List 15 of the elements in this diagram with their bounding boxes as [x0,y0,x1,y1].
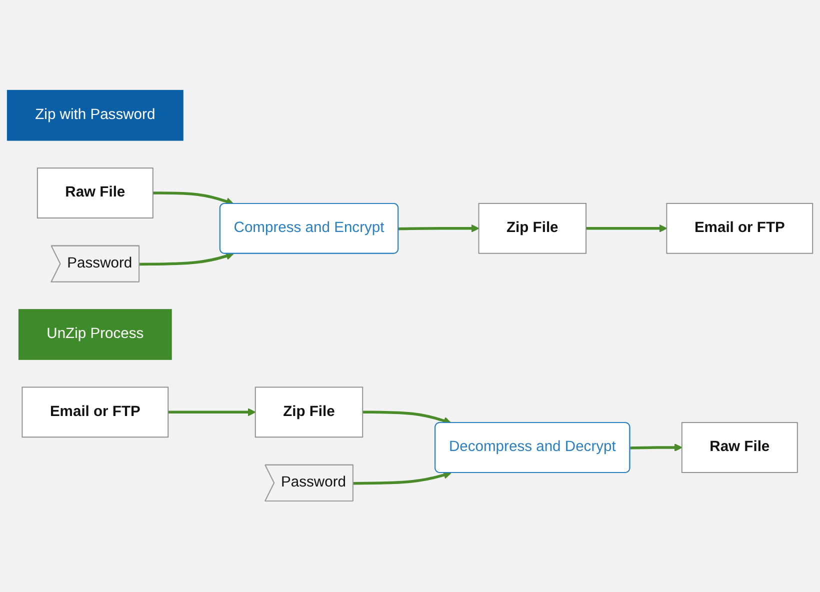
node-box: Raw File [681,422,798,474]
arrow [586,224,668,233]
node-box: Raw File [36,168,154,219]
node-box: Email or FTP [22,387,169,438]
node-box: Zip File [478,203,586,254]
node-box: Zip File [254,387,364,438]
arrow [140,252,234,266]
node-box: Zip with Password [6,90,184,142]
arrow [630,444,682,452]
node-box: UnZip Process [18,309,172,360]
arrow [152,192,234,206]
arrow [398,224,480,233]
arrow [353,471,452,486]
node-box: Email or FTP [666,203,814,254]
arrow [168,408,256,417]
